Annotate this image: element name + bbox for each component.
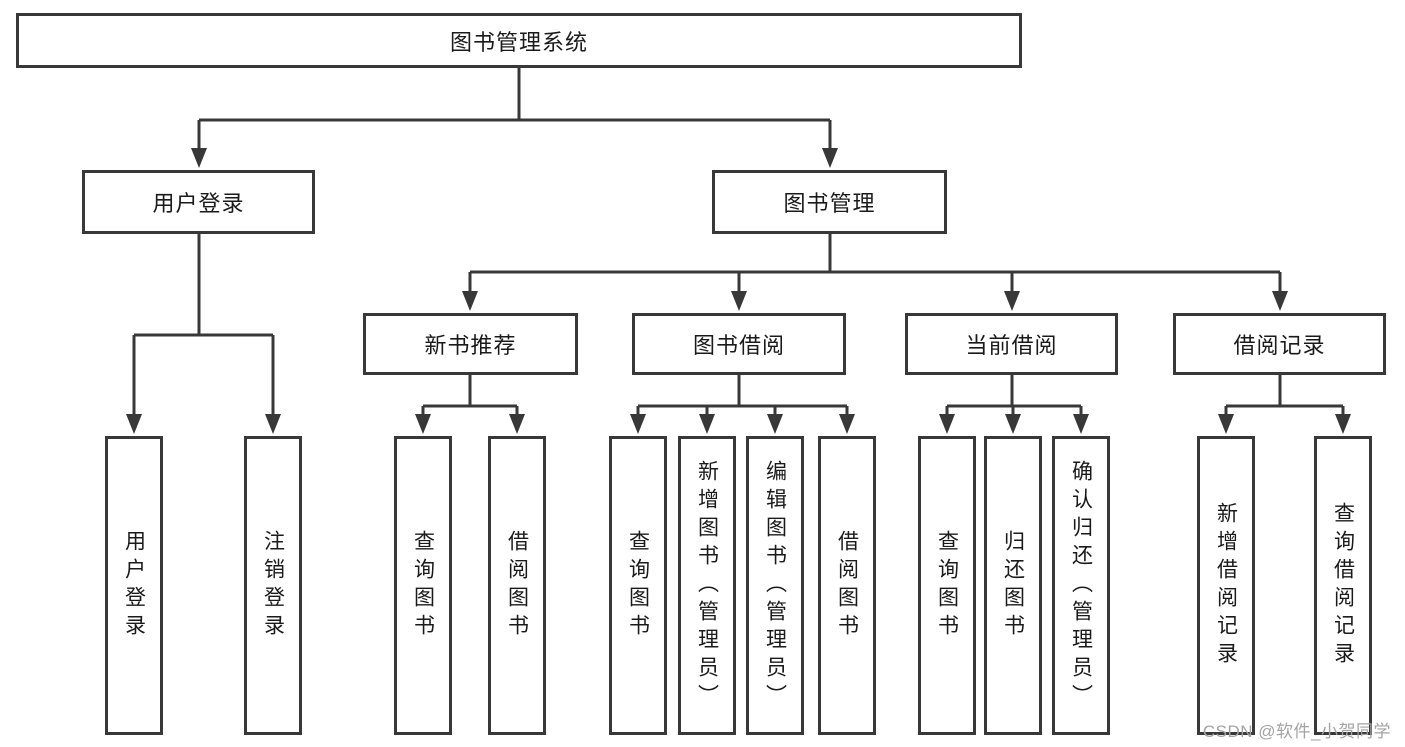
leaf-label: 归还图书 [1001, 529, 1025, 642]
csdn-watermark: CSDN @软件_小贺同学 [1202, 722, 1391, 741]
leaf-label: 借阅图书 [505, 529, 529, 642]
leaf-label: 新增借阅记录 [1214, 501, 1238, 670]
leaf-label: 查询图书 [935, 529, 959, 642]
leaf-label: 用户登录 [122, 529, 146, 642]
leaf-current-query-books: 查询图书 [918, 436, 976, 735]
leaf-label: 注销登录 [261, 529, 285, 642]
leaf-label: 编辑图书（管理员） [763, 459, 787, 712]
leaf-borrow-query-books: 查询图书 [609, 436, 667, 735]
leaf-label: 确认归还（管理员） [1069, 459, 1093, 712]
leaf-records-add-record: 新增借阅记录 [1197, 436, 1255, 735]
leaf-label: 新增图书（管理员） [695, 459, 719, 712]
node-borrow-records: 借阅记录 [1173, 313, 1386, 375]
connector-new-book [421, 375, 519, 416]
leaf-label: 查询图书 [626, 529, 650, 642]
connector-user-login [132, 234, 275, 416]
leaf-borrow-borrow-books: 借阅图书 [818, 436, 876, 735]
node-new-book-recommend: 新书推荐 [363, 313, 578, 375]
leaf-label: 查询图书 [411, 529, 435, 642]
leaf-user-login: 用户登录 [105, 436, 163, 735]
node-book-borrow: 图书借阅 [632, 313, 846, 375]
node-current-borrow: 当前借阅 [905, 313, 1118, 375]
connector-book-mgmt [468, 234, 1282, 293]
connector-root [197, 68, 832, 150]
leaf-label: 查询借阅记录 [1331, 501, 1355, 670]
leaf-records-query-record: 查询借阅记录 [1314, 436, 1372, 735]
node-user-login: 用户登录 [82, 170, 315, 234]
leaf-borrow-add-books-admin: 新增图书（管理员） [678, 436, 736, 735]
leaf-logout: 注销登录 [244, 436, 302, 735]
connector-borrow-records [1224, 375, 1345, 416]
leaf-current-confirm-return-admin: 确认归还（管理员） [1052, 436, 1110, 735]
connector-current-borrow [945, 375, 1083, 416]
leaf-newbook-query-books: 查询图书 [394, 436, 452, 735]
leaf-current-return-books: 归还图书 [984, 436, 1042, 735]
node-root: 图书管理系统 [16, 13, 1022, 68]
connector-book-borrow [636, 375, 849, 416]
leaf-borrow-edit-books-admin: 编辑图书（管理员） [746, 436, 804, 735]
leaf-newbook-borrow-books: 借阅图书 [488, 436, 546, 735]
leaf-label: 借阅图书 [835, 529, 859, 642]
node-book-mgmt: 图书管理 [712, 170, 947, 234]
